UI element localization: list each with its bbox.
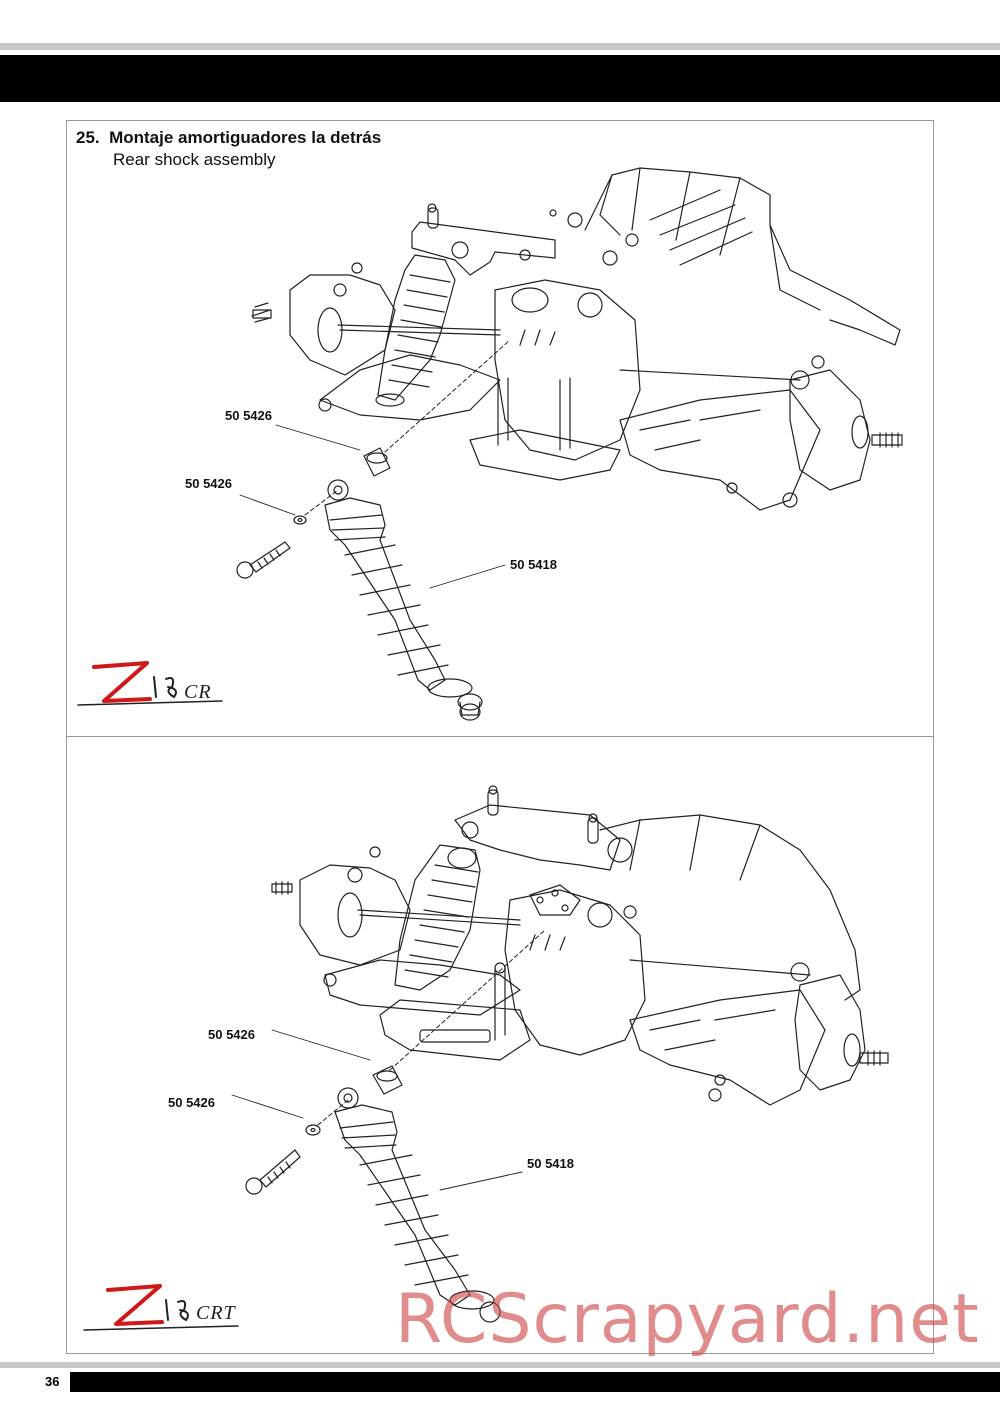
part-label: 50 5426 <box>185 476 232 491</box>
header-gray-band <box>0 43 1000 50</box>
step-title-en: Rear shock assembly <box>113 150 276 169</box>
z18cr-logo: CR <box>72 655 237 710</box>
step-title-es: Montaje amortiguadores la detrás <box>109 128 382 147</box>
footer-gray-band <box>0 1362 1000 1368</box>
z18crt-logo: CRT <box>78 1280 258 1335</box>
page-number: 36 <box>45 1374 60 1389</box>
part-label: 50 5418 <box>527 1156 574 1171</box>
part-label: 50 5426 <box>168 1095 215 1110</box>
part-label: 50 5426 <box>225 408 272 423</box>
instruction-frame <box>66 120 934 1354</box>
logo-suffix: CRT <box>196 1302 236 1324</box>
part-label: 50 5418 <box>510 557 557 572</box>
logo-suffix: CR <box>184 681 212 703</box>
step-title: 25. Montaje amortiguadores la detrás <box>76 128 381 148</box>
panel-divider <box>66 736 934 737</box>
watermark: RCScrapyard.net <box>395 1280 980 1359</box>
step-number: 25. <box>76 128 100 147</box>
footer-black-band <box>70 1372 1000 1392</box>
header-black-band <box>0 55 1000 102</box>
part-label: 50 5426 <box>208 1027 255 1042</box>
